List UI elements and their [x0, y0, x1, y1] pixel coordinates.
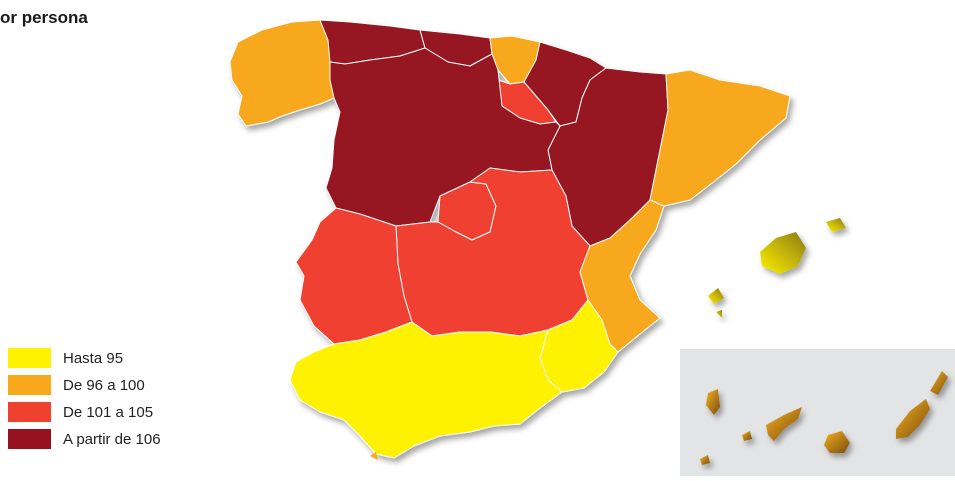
legend-swatch: [8, 402, 51, 422]
region-cataluna[interactable]: [649, 69, 791, 207]
canarias-inset: [680, 349, 955, 476]
region-ceuta: [370, 452, 378, 460]
region-galicia[interactable]: [229, 19, 335, 127]
legend-item: Hasta 95: [8, 346, 161, 370]
legend-swatch: [8, 429, 51, 449]
legend-item: De 96 a 100: [8, 373, 161, 397]
region-extremadura[interactable]: [295, 207, 413, 345]
region-islas-baleares[interactable]: [708, 218, 846, 318]
legend-label: A partir de 106: [63, 430, 161, 448]
legend-item: De 101 a 105: [8, 400, 161, 424]
map-title: or persona: [0, 8, 88, 27]
legend-label: De 101 a 105: [63, 403, 154, 421]
legend-item: A partir de 106: [8, 427, 161, 451]
canarias-map[interactable]: [680, 349, 955, 476]
legend-label: Hasta 95: [63, 349, 124, 367]
region-andalucia[interactable]: [289, 321, 563, 459]
legend: Hasta 95 De 96 a 100 De 101 a 105 A part…: [8, 346, 161, 454]
legend-swatch: [8, 348, 51, 368]
legend-label: De 96 a 100: [63, 376, 145, 394]
legend-swatch: [8, 375, 51, 395]
